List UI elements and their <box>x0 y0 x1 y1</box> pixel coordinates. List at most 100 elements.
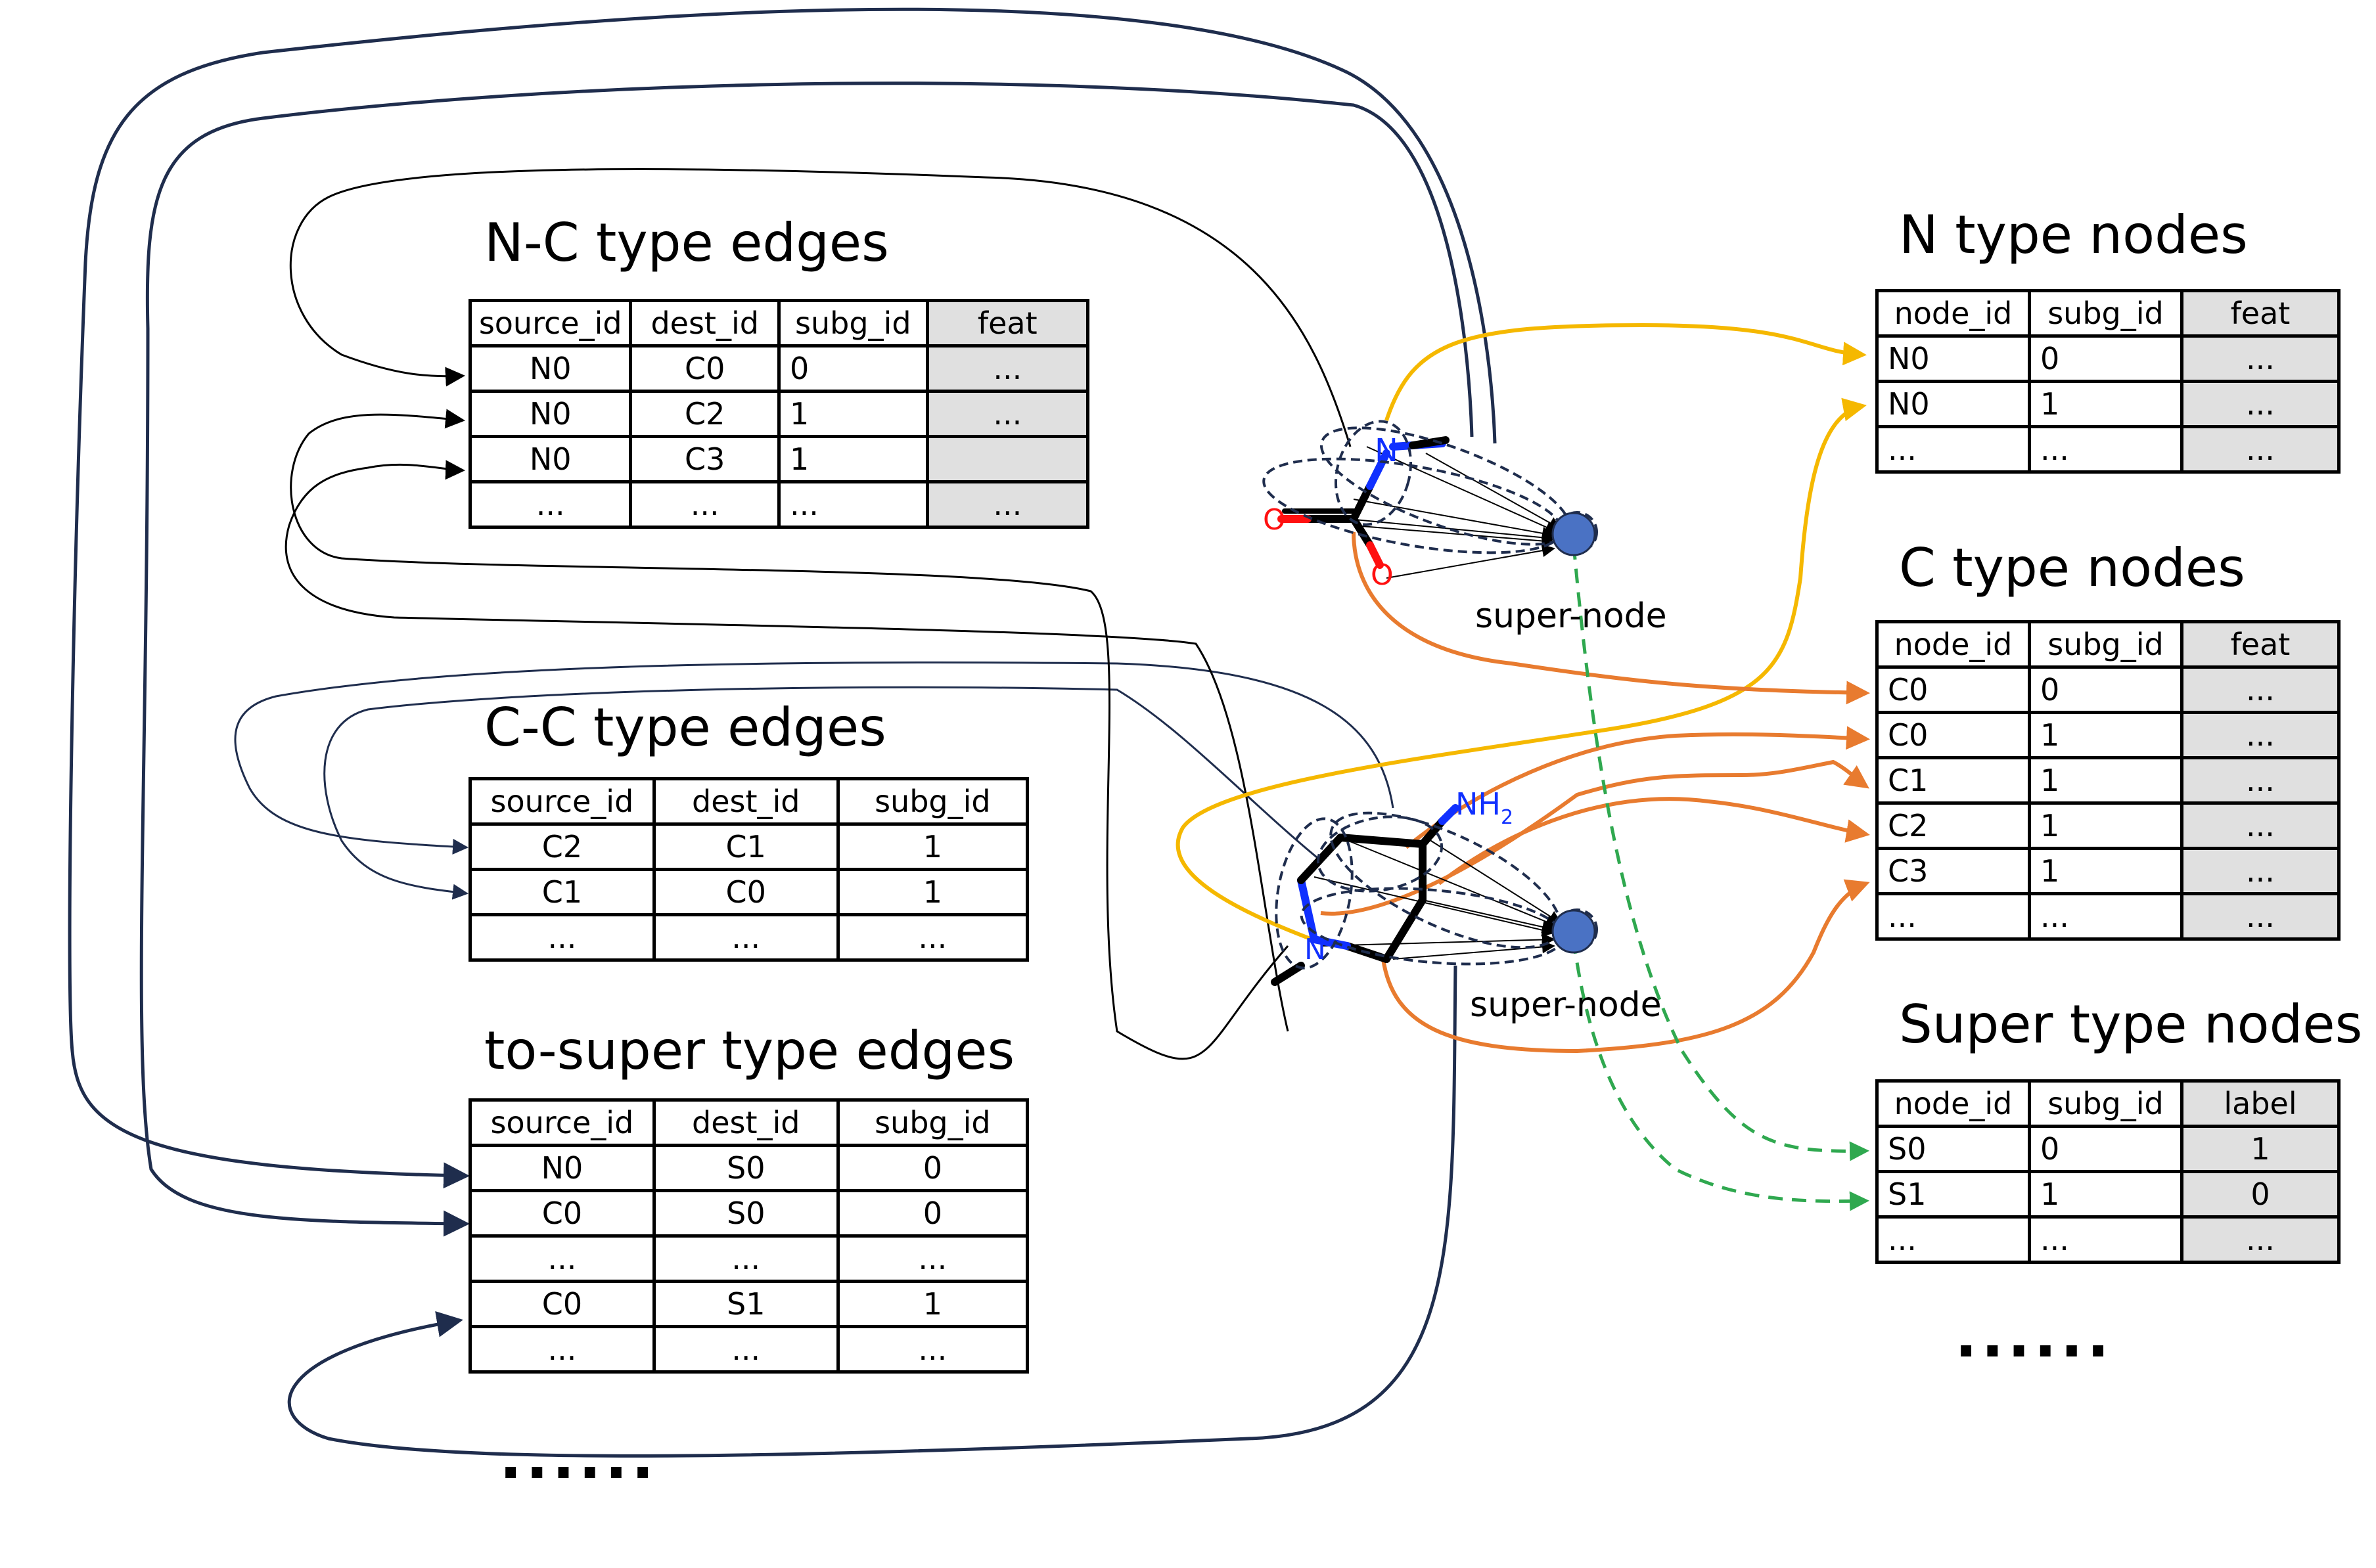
table-cell: ... <box>1875 425 2031 474</box>
table-cell: C0 <box>652 868 840 916</box>
atom-n-2: N <box>1304 933 1326 966</box>
table-cell: ... <box>652 1325 840 1374</box>
table-cell: N0 <box>1875 380 2031 428</box>
column-header: subg_id <box>777 299 929 347</box>
table-cell: ... <box>925 390 1090 438</box>
table-cell: ... <box>652 1234 840 1283</box>
table-cell: 1 <box>2027 847 2183 895</box>
table-cell: C0 <box>468 1280 656 1328</box>
column-header: node_id <box>1875 620 2031 669</box>
column-header: feat <box>2180 620 2341 669</box>
atom-o-1: O <box>1263 503 1286 537</box>
table-cell: C2 <box>468 822 656 871</box>
table-cell: ... <box>2180 665 2341 714</box>
table-cell: 0 <box>2027 1125 2183 1173</box>
table-cell: 1 <box>2027 801 2183 850</box>
table-cell: 1 <box>2027 711 2183 759</box>
table-cell: N0 <box>1875 334 2031 383</box>
atom-nh2-main: NH <box>1455 786 1501 822</box>
table-cell: C1 <box>1875 756 2031 805</box>
super-nodes-title: Super type nodes <box>1899 994 2363 1055</box>
column-header: source_id <box>468 777 656 826</box>
ellipsis-left: ...... <box>499 1423 658 1492</box>
cc-edges-title: C-C type edges <box>484 697 886 758</box>
table-cell: C2 <box>629 390 781 438</box>
table-cell: ... <box>2180 1215 2341 1264</box>
table-cell: C3 <box>1875 847 2031 895</box>
molecule-1: N O O <box>1262 420 1598 592</box>
table-cell: ... <box>2027 425 2183 474</box>
table-cell: ... <box>836 913 1030 962</box>
table-cell: ... <box>2027 1215 2183 1264</box>
ellipsis-right: ...... <box>1955 1302 2114 1371</box>
table-row: ......... <box>1875 425 2341 474</box>
table-row: ......... <box>1875 892 2341 941</box>
super-node-label-1: super-node <box>1475 596 1667 636</box>
table-cell: C1 <box>652 822 840 871</box>
table-cell: ... <box>836 1325 1030 1374</box>
table-cell: ... <box>468 1325 656 1374</box>
table-cell: ... <box>925 480 1090 529</box>
table-cell: S0 <box>652 1144 840 1192</box>
navy-thin-links <box>234 661 1394 900</box>
c-nodes-title: C type nodes <box>1899 537 2245 598</box>
table-cell: 0 <box>836 1189 1030 1238</box>
table-cell: C2 <box>1875 801 2031 850</box>
column-header: node_id <box>1875 289 2031 338</box>
atom-nh2: NH2 <box>1455 786 1513 829</box>
table-cell: C0 <box>468 1189 656 1238</box>
table-cell: ... <box>2180 711 2341 759</box>
table-cell: 1 <box>777 390 929 438</box>
atom-o-2: O <box>1371 558 1394 592</box>
orange-edge-links <box>1320 531 1870 1054</box>
table-cell: ... <box>1875 892 2031 941</box>
table-cell: 1 <box>836 868 1030 916</box>
super-edges-title: to-super type edges <box>484 1020 1015 1081</box>
table-cell: ... <box>925 344 1090 393</box>
table-row: ......... <box>468 913 1030 962</box>
table-cell: 1 <box>2027 756 2183 805</box>
atom-n-1: N <box>1375 432 1398 469</box>
column-header: dest_id <box>629 299 781 347</box>
table-cell: C0 <box>1875 665 2031 714</box>
molecule-1-groupings <box>1262 420 1598 554</box>
table-cell: ... <box>629 480 781 529</box>
table-cell: ... <box>2180 892 2341 941</box>
table-cell: C3 <box>629 435 781 483</box>
table-row: ......... <box>1875 1215 2341 1264</box>
table-cell: S1 <box>652 1280 840 1328</box>
table-cell: N0 <box>468 390 633 438</box>
table-cell: 1 <box>836 822 1030 871</box>
table-cell: 1 <box>2180 1125 2341 1173</box>
column-header: dest_id <box>652 777 840 826</box>
table-cell: N0 <box>468 435 633 483</box>
table-cell: ... <box>468 913 656 962</box>
table-cell: ... <box>468 1234 656 1283</box>
column-header: node_id <box>1875 1079 2031 1128</box>
column-header: subg_id <box>836 777 1030 826</box>
table-cell: ... <box>777 480 929 529</box>
column-header: feat <box>925 299 1090 347</box>
nc-edges-title: N-C type edges <box>484 212 889 273</box>
table-cell: ... <box>2027 892 2183 941</box>
